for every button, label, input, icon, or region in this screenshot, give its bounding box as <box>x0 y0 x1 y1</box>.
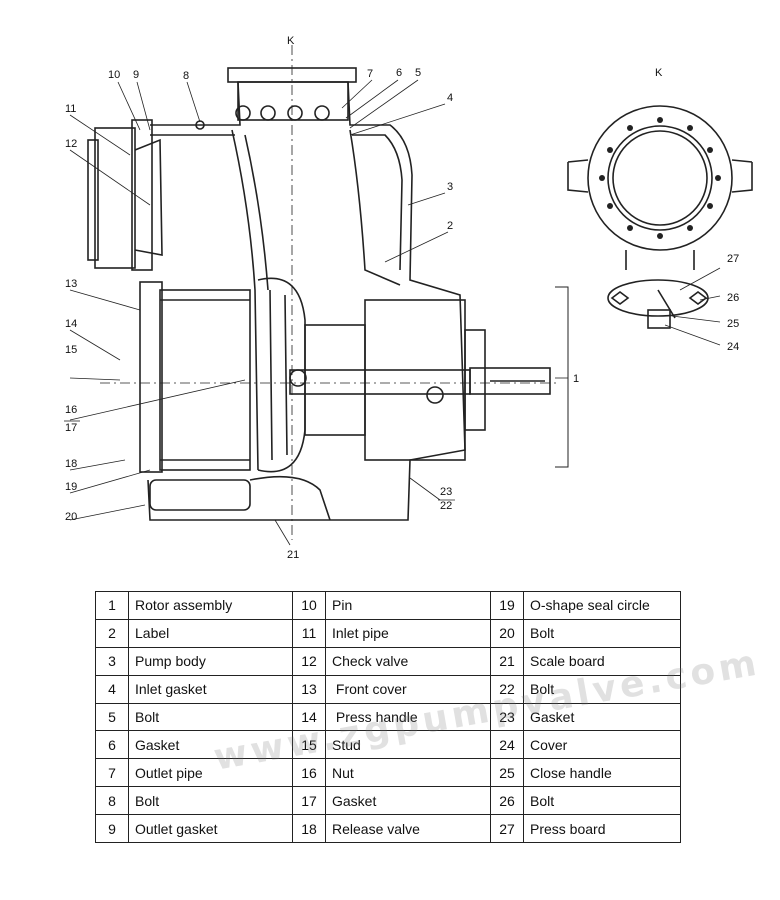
callout-3: 3 <box>447 181 453 193</box>
part-number-cell: 2 <box>95 618 129 648</box>
main-section-view <box>87 45 569 540</box>
callout-16: 16 <box>65 404 77 416</box>
callout-20: 20 <box>65 511 77 523</box>
part-name-cell: Close handle <box>523 758 681 788</box>
part-name-cell: Press board <box>523 814 681 844</box>
part-number-cell: 11 <box>292 618 326 648</box>
part-name-cell: Gasket <box>128 730 293 760</box>
callout-labels: K K 1 2 3 4 5 6 7 8 9 10 11 12 13 14 15 … <box>64 35 739 561</box>
part-number-cell: 26 <box>490 786 524 816</box>
callout-8: 8 <box>183 70 189 82</box>
part-number-cell: 23 <box>490 702 524 732</box>
part-number-cell: 15 <box>292 730 326 760</box>
part-name-cell: O-shape seal circle <box>523 591 681 620</box>
callout-12: 12 <box>65 138 77 150</box>
part-name-cell: Pump body <box>128 646 293 676</box>
part-name-cell: Pin <box>325 591 491 620</box>
view-label-main: K <box>287 35 295 47</box>
callout-17: 17 <box>65 422 77 434</box>
part-name-cell: Outlet gasket <box>128 814 293 844</box>
part-name-cell: Press handle <box>325 702 491 732</box>
callout-21: 21 <box>287 549 299 561</box>
callout-10: 10 <box>108 69 120 81</box>
callout-24: 24 <box>727 341 739 353</box>
part-number-cell: 25 <box>490 758 524 788</box>
part-name-cell: Label <box>128 618 293 648</box>
part-number-cell: 3 <box>95 646 129 676</box>
callout-1: 1 <box>573 373 579 385</box>
callout-22: 22 <box>440 500 452 512</box>
part-name-cell: Inlet pipe <box>325 618 491 648</box>
callout-9: 9 <box>133 69 139 81</box>
callout-7: 7 <box>367 68 373 80</box>
callout-27: 27 <box>727 253 739 265</box>
part-name-cell: Bolt <box>523 618 681 648</box>
part-name-cell: Front cover <box>325 674 491 704</box>
part-number-cell: 22 <box>490 674 524 704</box>
part-number-cell: 8 <box>95 786 129 816</box>
callout-11: 11 <box>65 103 76 115</box>
part-name-cell: Stud <box>325 730 491 760</box>
callout-23: 23 <box>440 486 452 498</box>
part-number-cell: 12 <box>292 646 326 676</box>
part-name-cell: Inlet gasket <box>128 674 293 704</box>
part-number-cell: 16 <box>292 758 326 788</box>
callout-25: 25 <box>727 318 739 330</box>
callout-5: 5 <box>415 67 421 79</box>
part-name-cell: Nut <box>325 758 491 788</box>
part-name-cell: Bolt <box>523 674 681 704</box>
callout-14: 14 <box>65 318 77 330</box>
part-number-cell: 19 <box>490 591 524 620</box>
part-number-cell: 7 <box>95 758 129 788</box>
part-name-cell: Release valve <box>325 814 491 844</box>
part-name-cell: Scale board <box>523 646 681 676</box>
callout-19: 19 <box>65 481 77 493</box>
part-name-cell: Check valve <box>325 646 491 676</box>
part-number-cell: 5 <box>95 702 129 732</box>
part-name-cell: Rotor assembly <box>128 591 293 620</box>
part-name-cell: Gasket <box>523 702 681 732</box>
callout-13: 13 <box>65 278 77 290</box>
callout-6: 6 <box>396 67 402 79</box>
part-number-cell: 17 <box>292 786 326 816</box>
part-name-cell: Bolt <box>128 702 293 732</box>
callout-26: 26 <box>727 292 739 304</box>
callout-18: 18 <box>65 458 77 470</box>
view-label-side: K <box>655 67 663 79</box>
part-number-cell: 27 <box>490 814 524 844</box>
leader-lines <box>69 79 721 546</box>
part-number-cell: 24 <box>490 730 524 760</box>
part-number-cell: 10 <box>292 591 326 620</box>
part-number-cell: 9 <box>95 814 129 844</box>
side-view-k <box>567 105 753 329</box>
part-number-cell: 14 <box>292 702 326 732</box>
part-number-cell: 4 <box>95 674 129 704</box>
callout-15: 15 <box>65 344 77 356</box>
part-name-cell: Bolt <box>128 786 293 816</box>
part-number-cell: 18 <box>292 814 326 844</box>
part-name-cell: Cover <box>523 730 681 760</box>
part-number-cell: 21 <box>490 646 524 676</box>
part-number-cell: 1 <box>95 591 129 620</box>
callout-2: 2 <box>447 220 453 232</box>
part-number-cell: 20 <box>490 618 524 648</box>
part-name-cell: Bolt <box>523 786 681 816</box>
callout-4: 4 <box>447 92 453 104</box>
pump-cross-section-drawing: K K 1 2 3 4 5 6 7 8 9 10 11 12 13 14 15 … <box>64 35 753 561</box>
part-name-cell: Outlet pipe <box>128 758 293 788</box>
part-number-cell: 13 <box>292 674 326 704</box>
part-number-cell: 6 <box>95 730 129 760</box>
part-name-cell: Gasket <box>325 786 491 816</box>
